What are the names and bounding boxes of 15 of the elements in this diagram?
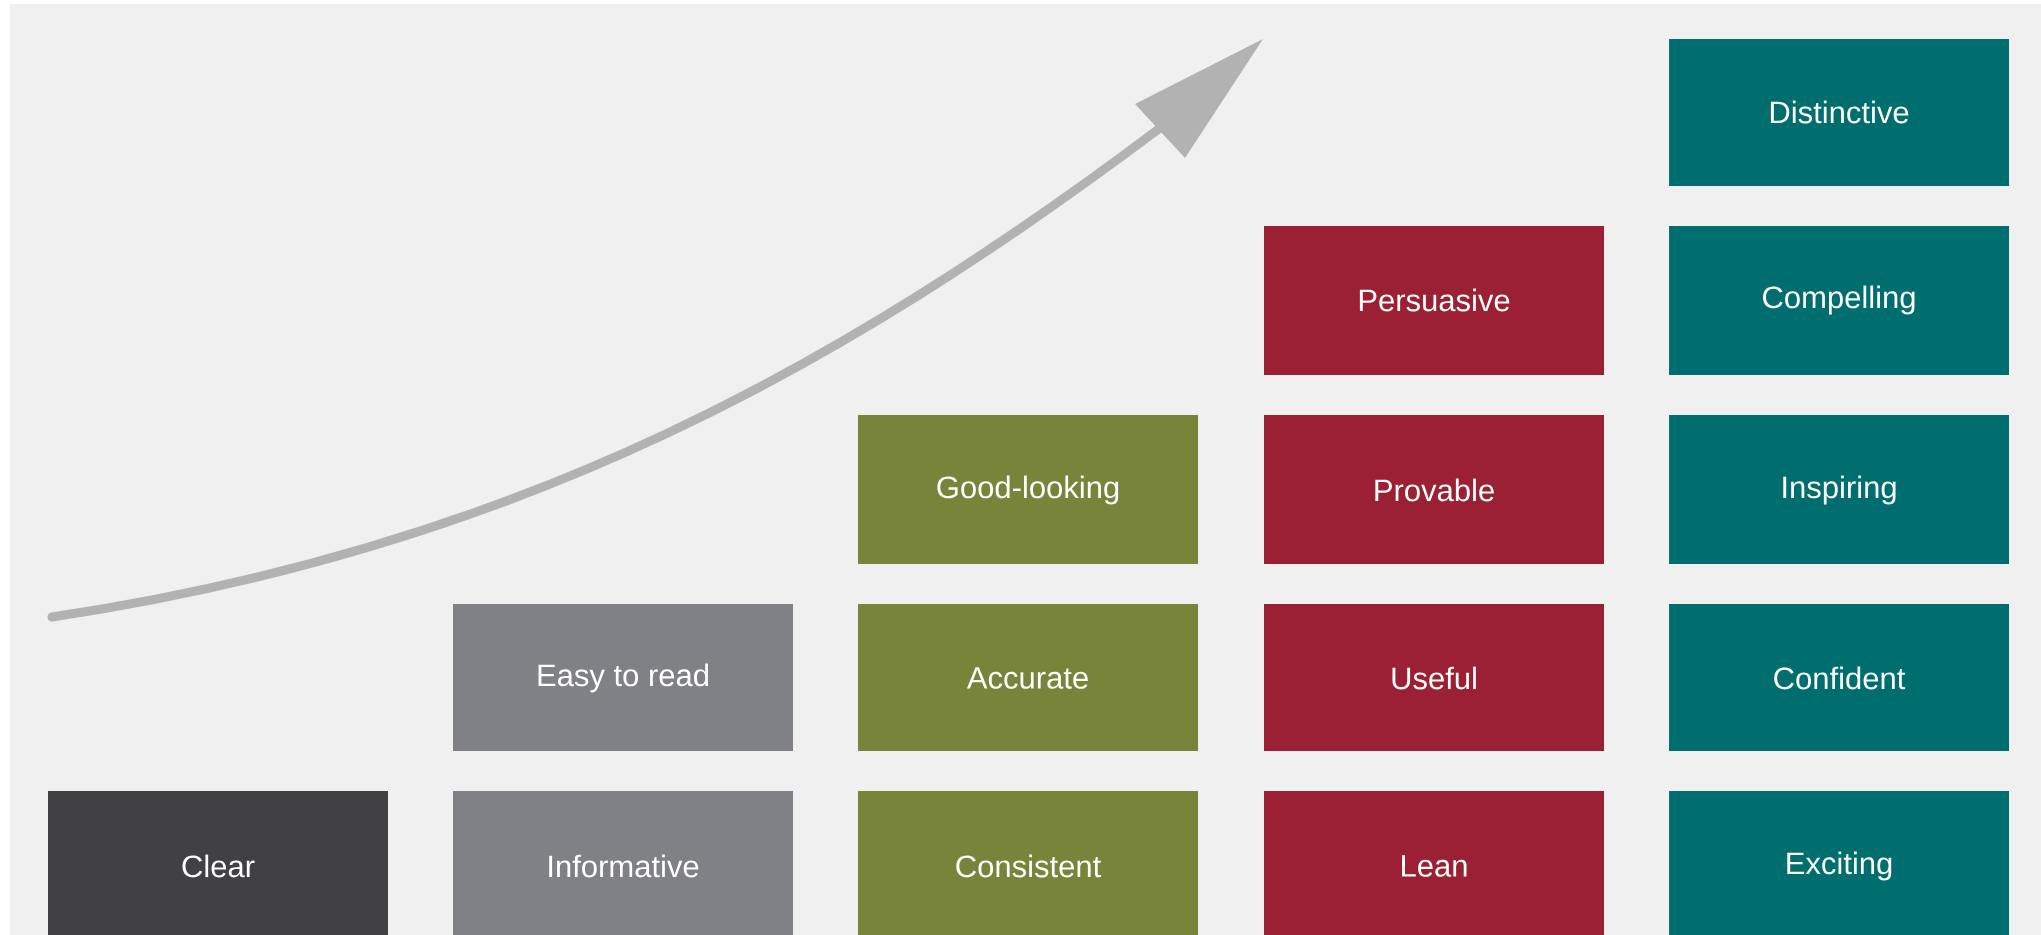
level-box: Confident xyxy=(1669,604,2009,751)
level-box: Exciting xyxy=(1669,791,2009,935)
level-box: Easy to read xyxy=(453,604,793,751)
level-box: Lean xyxy=(1264,791,1604,935)
level-box: Provable xyxy=(1264,415,1604,564)
level-box: Consistent xyxy=(858,791,1198,935)
level-box: Persuasive xyxy=(1264,226,1604,375)
level-box: Clear xyxy=(48,791,388,935)
level-box: Distinctive xyxy=(1669,39,2009,186)
level-box: Inspiring xyxy=(1669,415,2009,564)
level-box: Compelling xyxy=(1669,226,2009,375)
level-box: Informative xyxy=(453,791,793,935)
level-box: Useful xyxy=(1264,604,1604,751)
level-box: Good-looking xyxy=(858,415,1198,564)
level-box: Accurate xyxy=(858,604,1198,751)
